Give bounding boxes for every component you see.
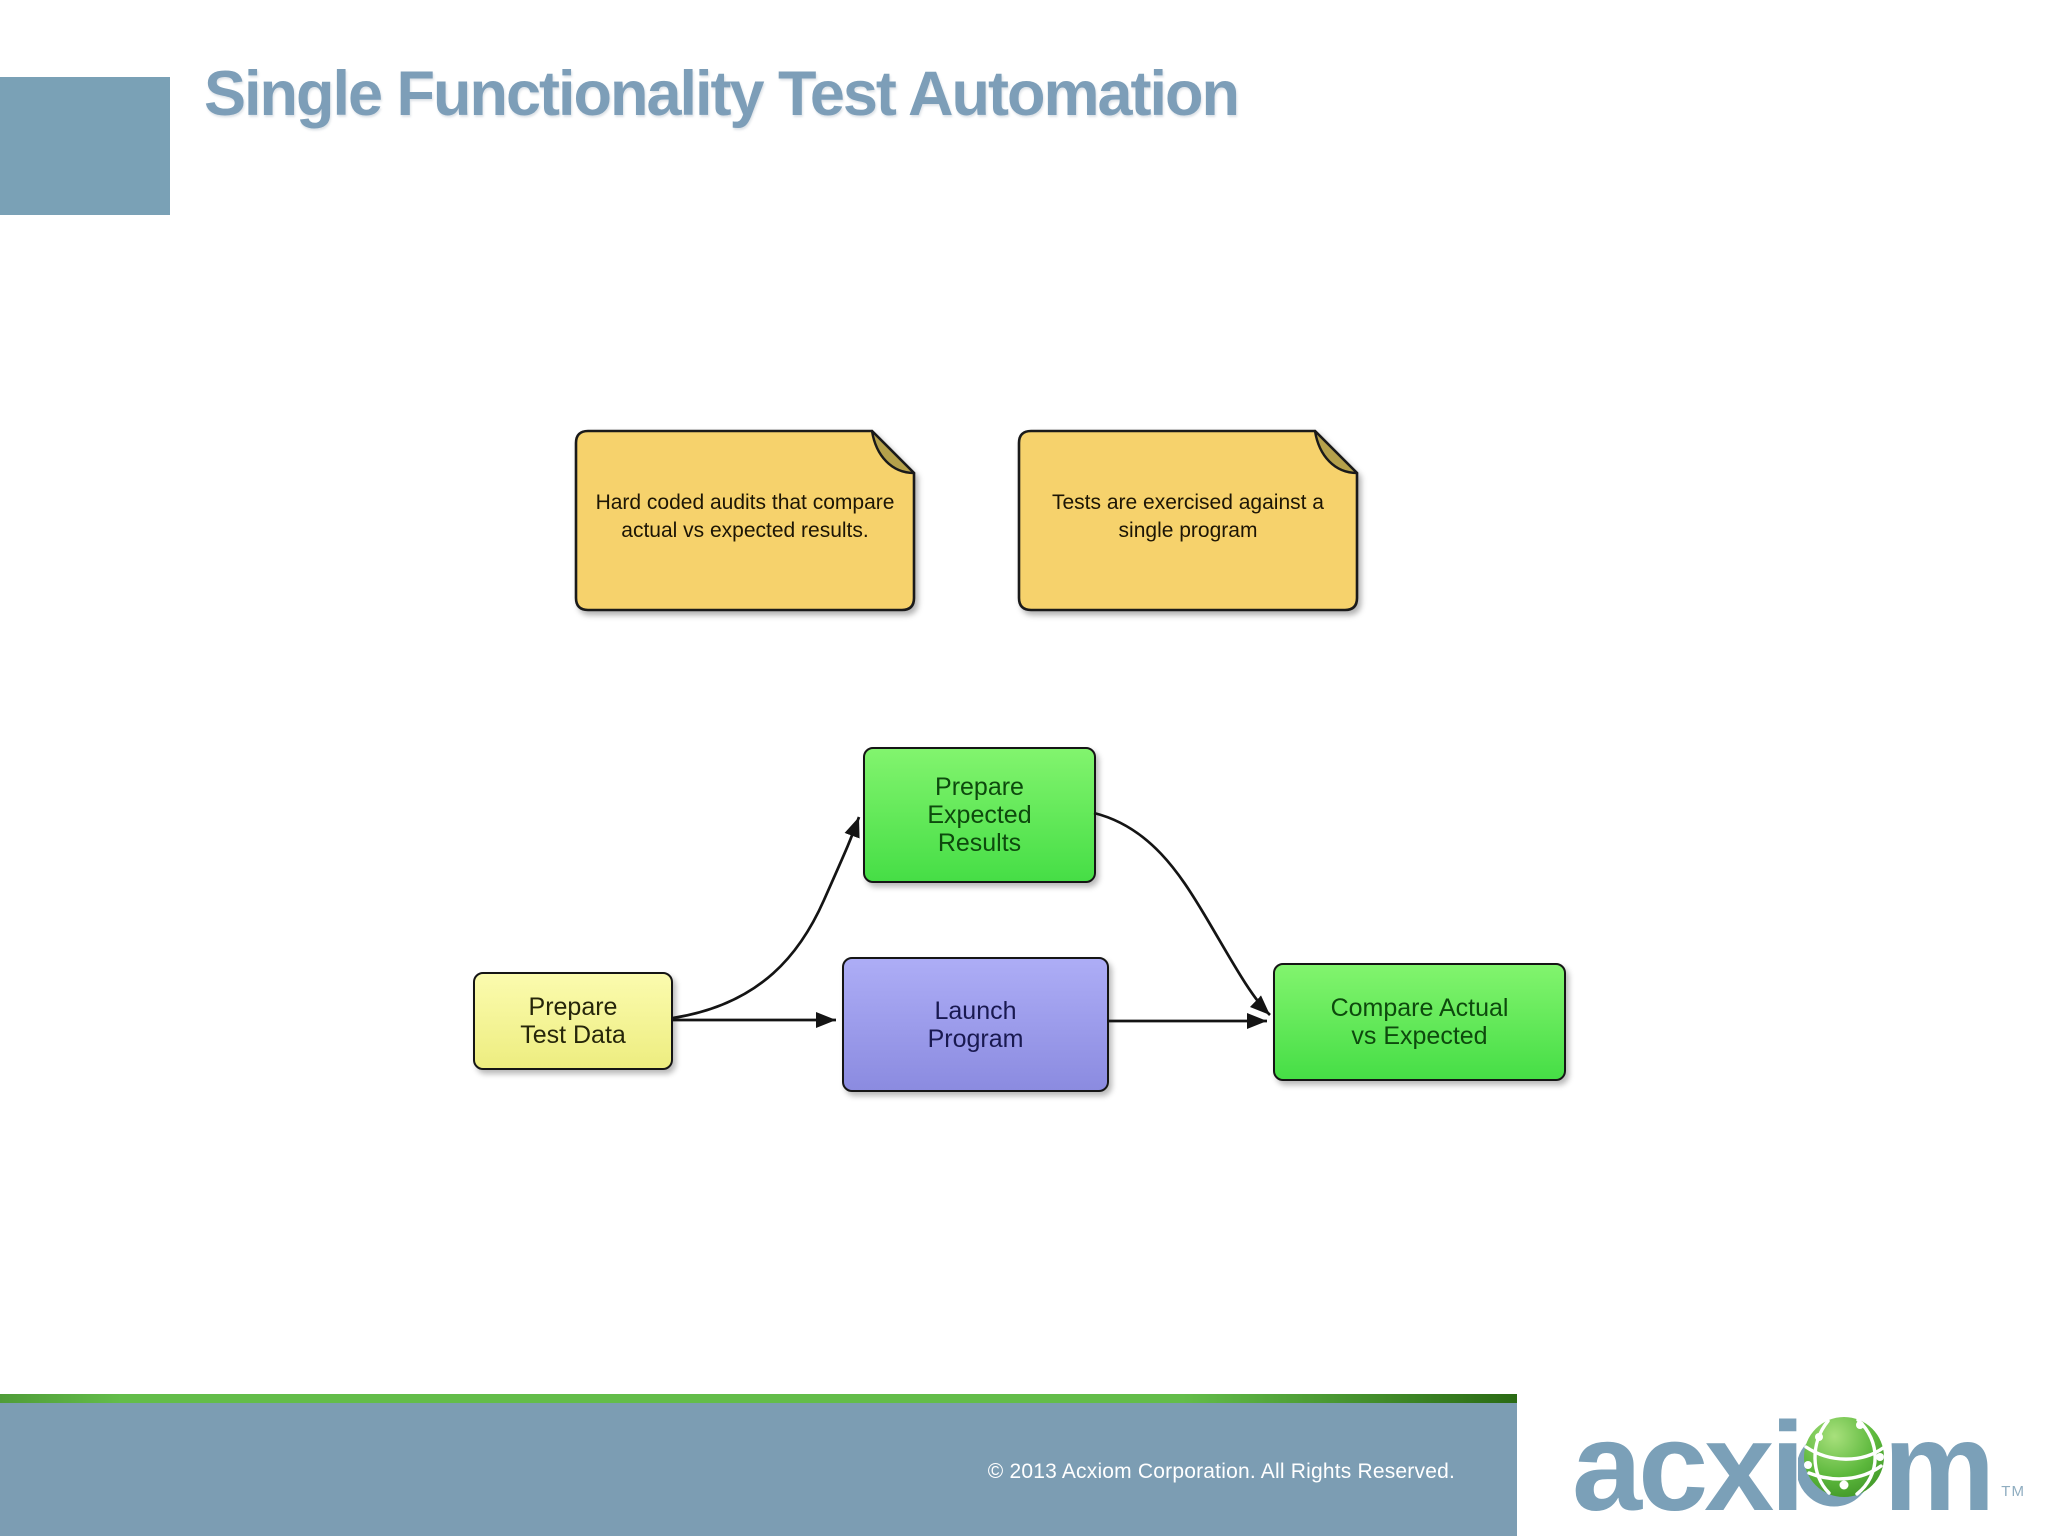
flow-node-prepare-test-data: Prepare Test Data [473, 972, 673, 1070]
sticky-note-shape [574, 429, 916, 612]
arrow-expected-to-compare [1093, 811, 1271, 1016]
footer-bar: © 2013 Acxiom Corporation. All Rights Re… [0, 1394, 1517, 1536]
node-label-line: Program [927, 1024, 1024, 1053]
note-line: Tests are exercised against a [1052, 490, 1324, 514]
arrow-testdata-to-expected [672, 816, 861, 1020]
copyright-text: © 2013 Acxiom Corporation. All Rights Re… [987, 1460, 1455, 1483]
folded-corner-icon [870, 429, 916, 475]
note-text: Hard coded audits that compare actual vs… [579, 424, 911, 609]
note-line: single program [1118, 518, 1258, 542]
flow-node-launch-program: Launch Program [842, 957, 1109, 1092]
node-label-line: Prepare [935, 773, 1024, 801]
logo-word-end: m [1883, 1396, 1995, 1536]
accent-square [0, 77, 170, 215]
node-label-line: Launch [934, 996, 1017, 1025]
node-label-line: Compare Actual [1330, 994, 1509, 1022]
sticky-note-single-program: Tests are exercised against a single pro… [1016, 428, 1360, 613]
node-label-line: vs Expected [1351, 1022, 1488, 1050]
footer-accent-line [0, 1394, 1517, 1403]
globe-icon [1798, 1417, 1885, 1507]
node-label-line: Test Data [520, 1021, 626, 1049]
note-line: Hard coded audits that compare [595, 490, 895, 514]
folded-corner-icon [1313, 429, 1359, 475]
node-label-line: Prepare [528, 993, 618, 1021]
flow-node-prepare-expected-results: Prepare Expected Results [863, 747, 1096, 883]
note-text: Tests are exercised against a single pro… [1022, 424, 1354, 609]
logo-word-start: acxi [1572, 1396, 1805, 1536]
sticky-note-shape [1017, 429, 1359, 612]
node-label-line: Results [937, 829, 1022, 857]
footer-fill [0, 1403, 1517, 1536]
trademark-label: TM [2001, 1483, 2025, 1500]
note-line: actual vs expected results. [621, 518, 869, 542]
node-label-line: Expected [927, 801, 1032, 829]
page-title: Single Functionality Test Automation [204, 59, 1240, 129]
acxiom-logo: acxi [1572, 1404, 2025, 1530]
flow-node-compare-actual-vs-expected: Compare Actual vs Expected [1273, 963, 1566, 1081]
sticky-note-hard-coded-audits: Hard coded audits that compare actual vs… [573, 428, 917, 613]
